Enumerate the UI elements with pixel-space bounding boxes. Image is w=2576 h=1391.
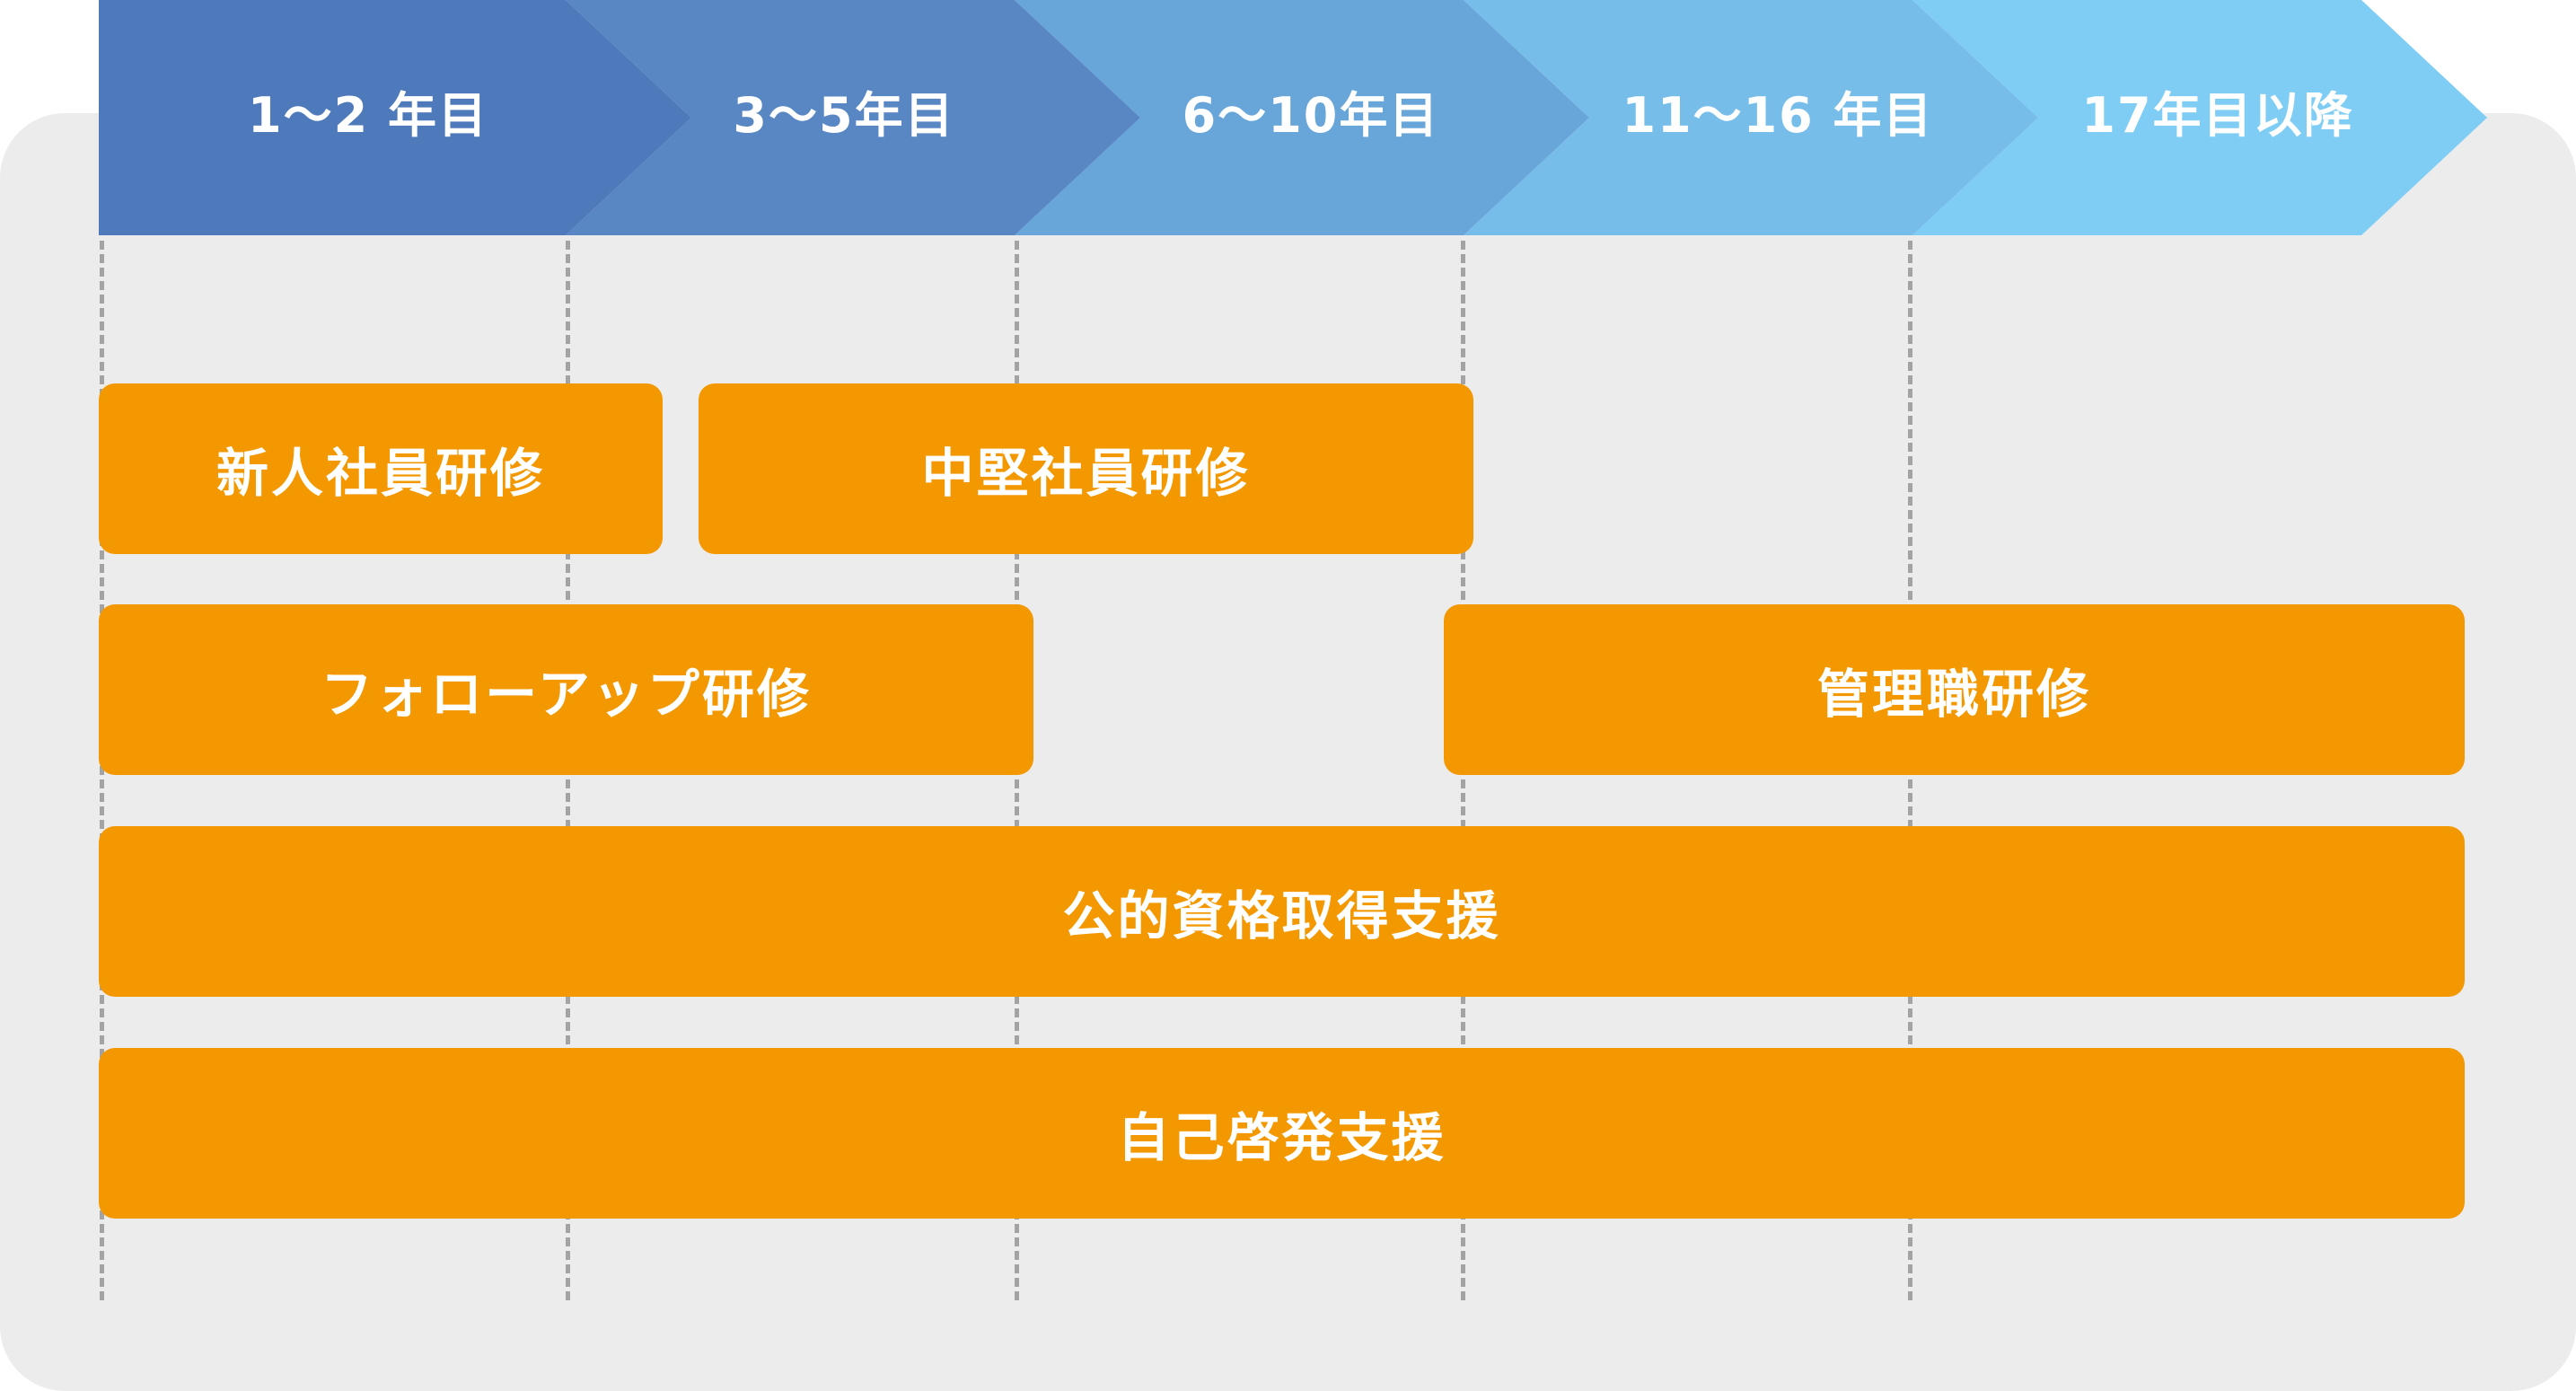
- stage-label-4: 11～16 年目: [1622, 87, 1934, 144]
- stage-chevron-1: [99, 0, 691, 235]
- stage-chevron-4: [1464, 0, 2038, 235]
- program-new-employee-training: 新人社員研修: [99, 383, 663, 554]
- stage-chevron-3: [1015, 0, 1589, 235]
- stage-chevron-5: [1912, 0, 2487, 235]
- stage-label-2: 3～5年目: [733, 87, 955, 144]
- program-follow-up-training: フォローアップ研修: [99, 604, 1033, 775]
- stage-label-1: 1～2 年目: [248, 87, 488, 144]
- stage-chevron-2: [566, 0, 1140, 235]
- program-self-development-support: 自己啓発支援: [99, 1048, 2465, 1219]
- stage-label-5: 17年目以降: [2081, 87, 2354, 144]
- program-mid-level-training: 中堅社員研修: [699, 383, 1473, 554]
- stage-label-3: 6～10年目: [1182, 87, 1440, 144]
- timeline-arrows: [99, 0, 2487, 235]
- program-management-training: 管理職研修: [1444, 604, 2465, 775]
- program-certification-support: 公的資格取得支援: [99, 826, 2465, 997]
- gridline: [100, 241, 104, 1300]
